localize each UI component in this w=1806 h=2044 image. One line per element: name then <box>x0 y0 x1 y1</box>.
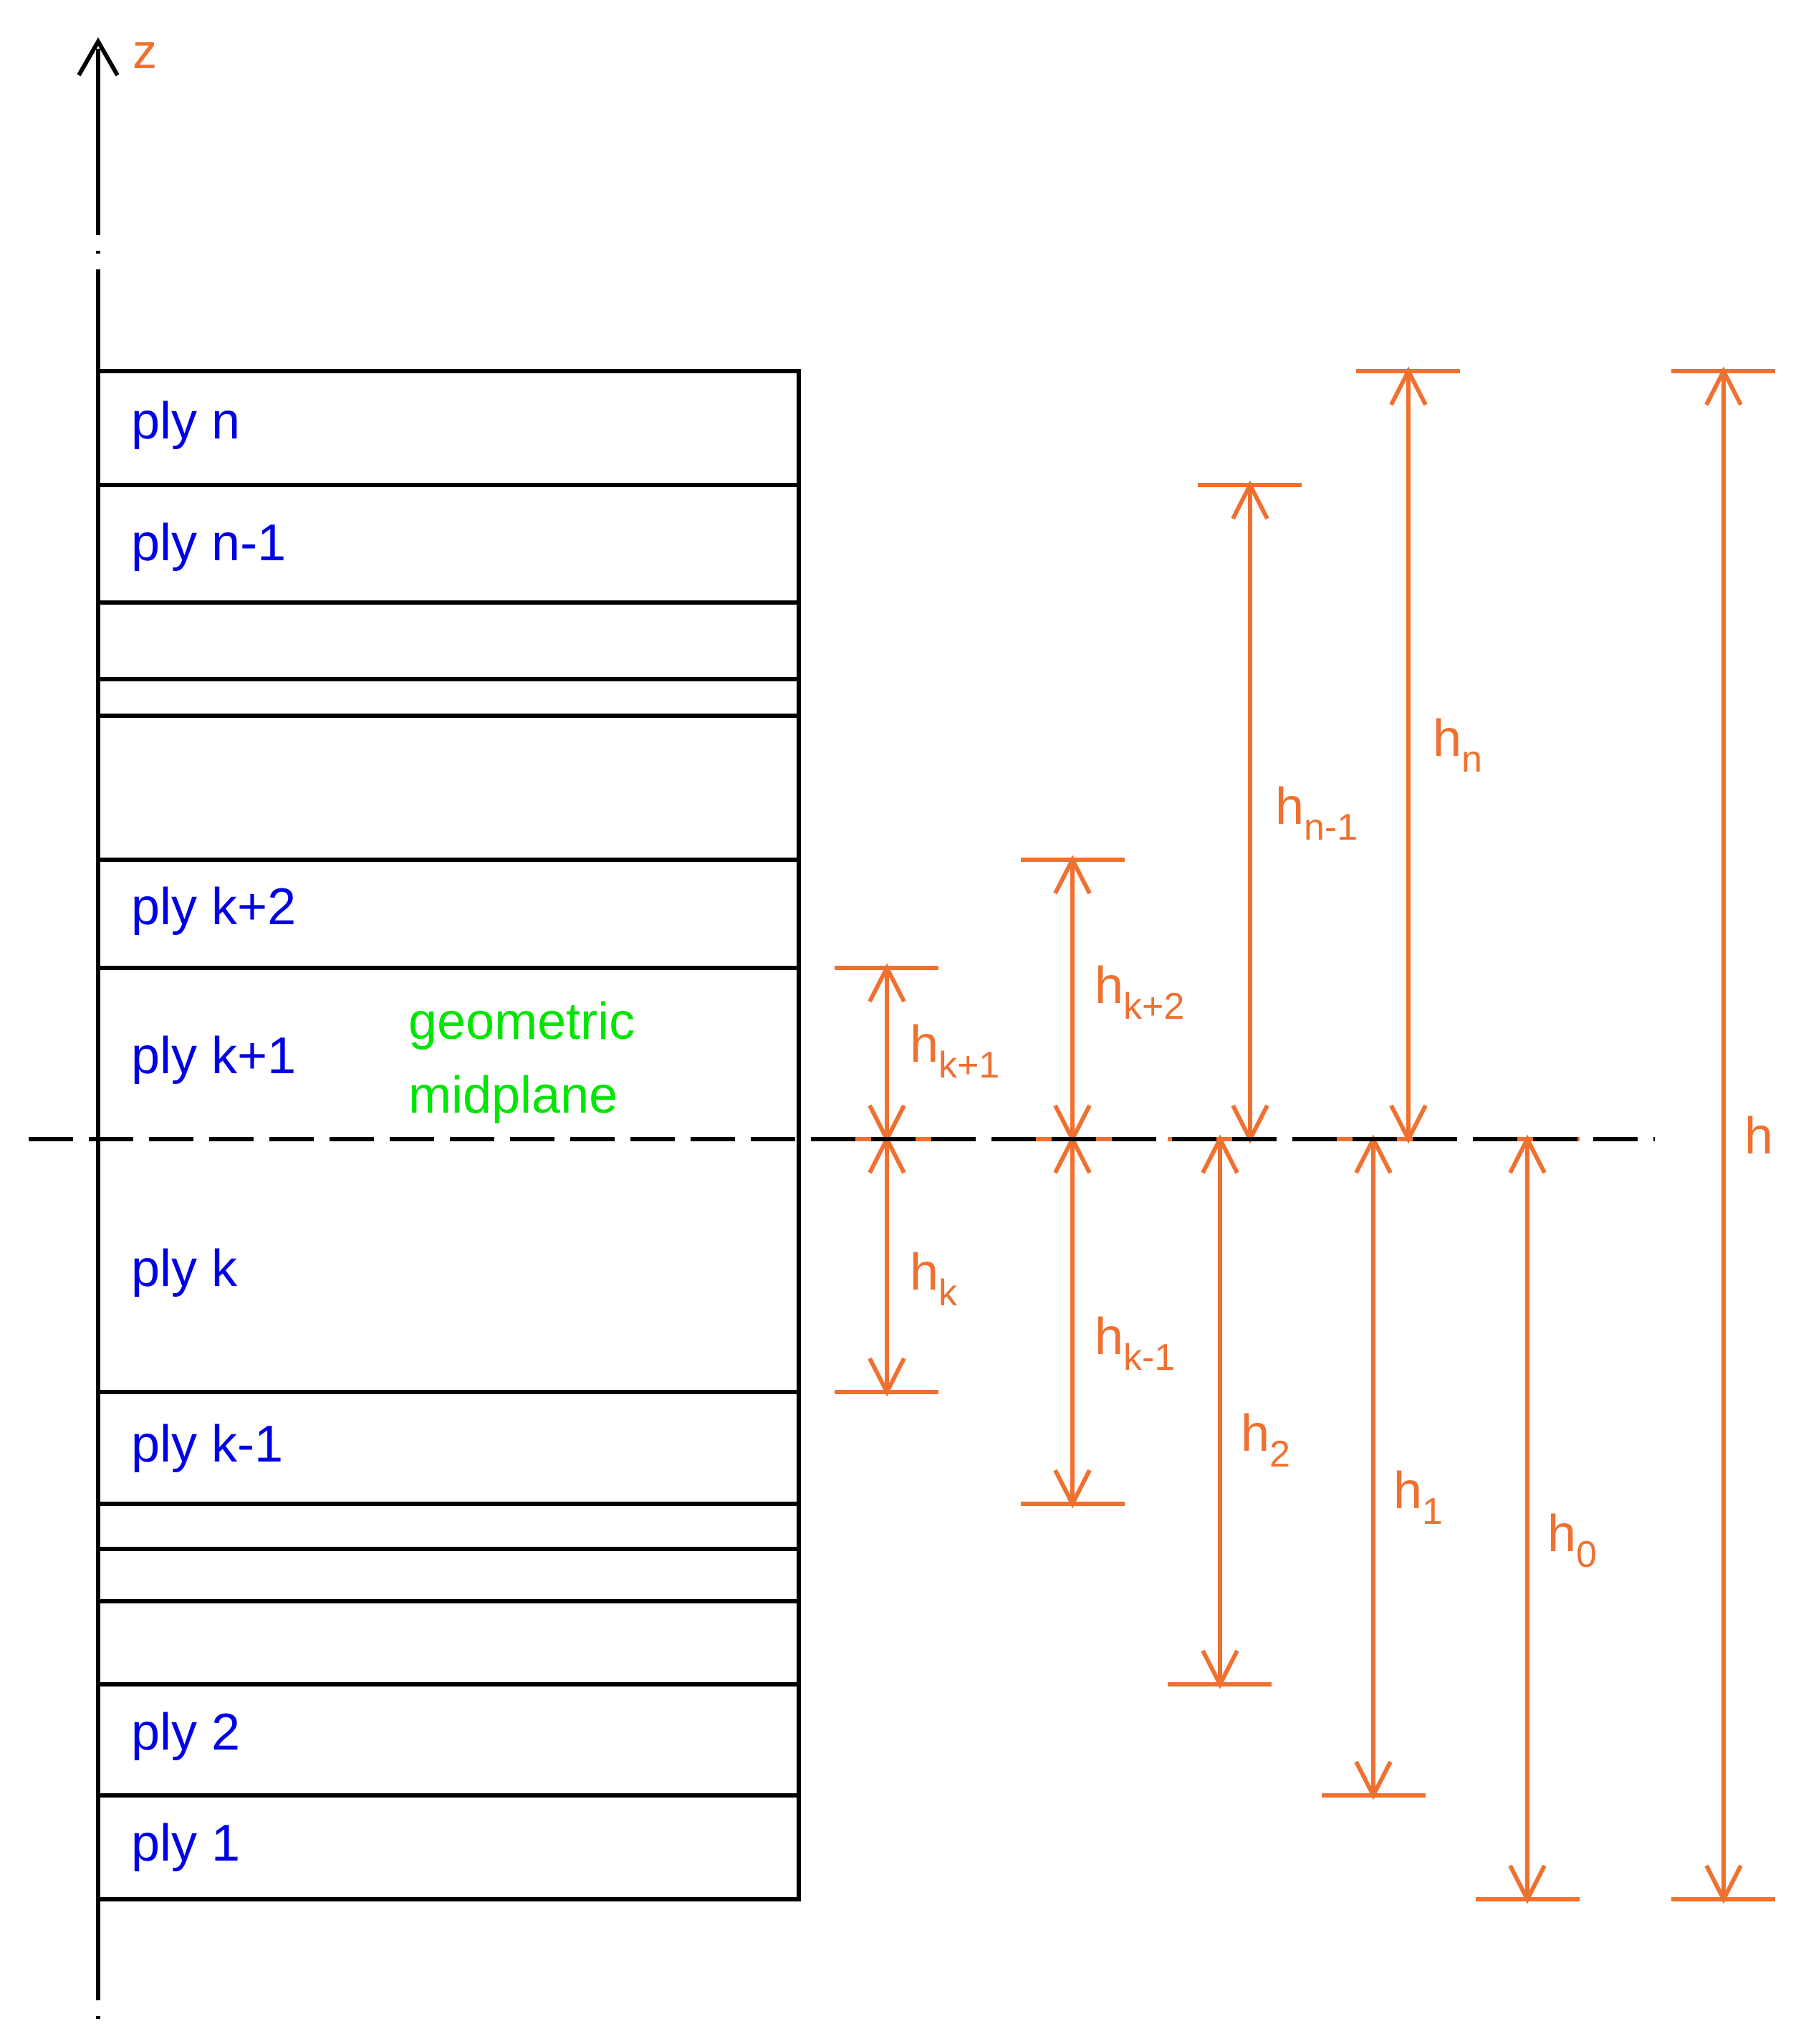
dimension-h-0 <box>1476 1134 1580 1904</box>
label-h-k-minus-1: hk-1 <box>1095 1308 1175 1378</box>
dimension-h-n-minus-1 <box>1198 480 1302 1144</box>
stack-outline <box>96 369 801 1901</box>
ply-label-n-minus-1: ply n-1 <box>131 514 286 572</box>
midplane-label-line2: midplane <box>408 1067 618 1124</box>
midplane-label-line1: geometric <box>408 993 635 1050</box>
dimension-h-total <box>1671 366 1775 1904</box>
label-h-n-minus-1: hn-1 <box>1275 778 1358 848</box>
dimension-h-2 <box>1168 1134 1272 1689</box>
ply-label-k: ply k <box>131 1240 238 1297</box>
ply-label-k-plus-1: ply k+1 <box>131 1027 296 1085</box>
ply-label-k-minus-1: ply k-1 <box>131 1416 283 1473</box>
ply-label-2: ply 2 <box>131 1704 240 1761</box>
label-h-k-plus-2: hk+2 <box>1095 957 1184 1027</box>
z-axis-arrowhead <box>77 37 120 77</box>
ply-labels: ply n ply n-1 ply k+2 ply k+1 ply k ply … <box>131 393 296 1872</box>
label-h-total: h <box>1744 1108 1773 1165</box>
label-h-k: hk <box>910 1244 958 1314</box>
label-h-2: h2 <box>1241 1405 1290 1475</box>
ply-label-n: ply n <box>131 393 240 450</box>
label-h-0: h0 <box>1547 1505 1597 1575</box>
ply-label-1: ply 1 <box>131 1815 240 1872</box>
midplane-label: geometric midplane <box>408 993 635 1124</box>
label-h-n: hn <box>1433 710 1482 780</box>
dimension-lines <box>835 366 1775 1904</box>
ply-label-k-plus-2: ply k+2 <box>131 878 296 936</box>
z-axis-label: z <box>133 24 157 79</box>
label-h-1: h1 <box>1393 1462 1443 1532</box>
dimension-labels: hk+1 hk hk+2 hk-1 hn-1 h2 hn h1 h0 h <box>910 710 1773 1575</box>
dimension-h-n <box>1356 366 1460 1144</box>
label-h-k-plus-1: hk+1 <box>910 1016 999 1086</box>
ply-stack <box>96 369 801 1901</box>
